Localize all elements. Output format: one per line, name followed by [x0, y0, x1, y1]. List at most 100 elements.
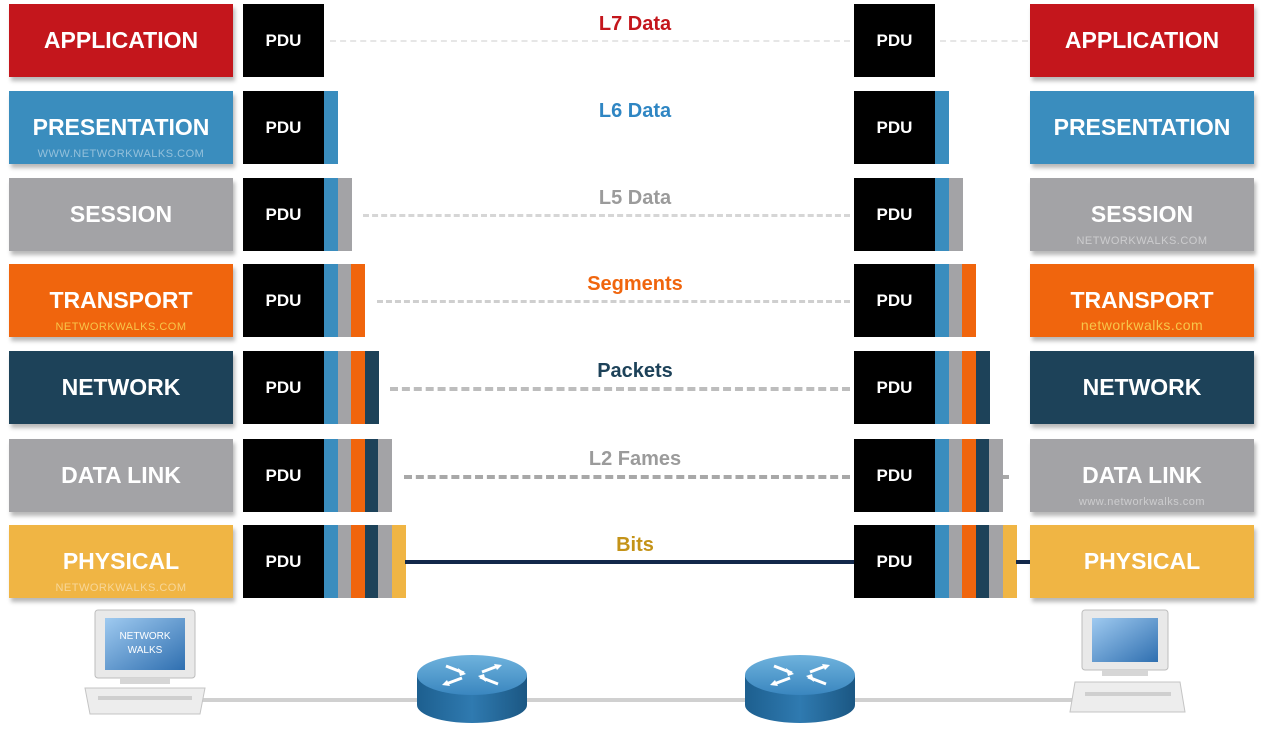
- header-strip-right: [935, 439, 949, 512]
- header-strip-left: [364, 525, 379, 598]
- layer-box-left: DATA LINK: [9, 439, 233, 512]
- layer-link-dashed: [390, 387, 850, 391]
- header-strip-left: [324, 351, 338, 424]
- pdu-block-left: PDU: [243, 264, 324, 337]
- layer-box-right: DATA LINK www.networkwalks.com: [1030, 439, 1254, 512]
- header-strip-right: [935, 525, 949, 598]
- header-strip-left: [351, 351, 365, 424]
- layer-box-right: NETWORK: [1030, 351, 1254, 424]
- layer-name: PRESENTATION: [1053, 114, 1231, 140]
- layer-box-left: APPLICATION: [9, 4, 233, 77]
- header-strip-right: [962, 264, 976, 337]
- layer-box-right: SESSION NETWORKWALKS.COM: [1030, 178, 1254, 251]
- physical-link-line: [405, 560, 854, 564]
- layer-name: SESSION: [69, 201, 173, 227]
- header-strip-right: [935, 351, 949, 424]
- pdu-label: PDU: [876, 465, 913, 485]
- header-strip-right: [935, 264, 949, 337]
- header-strip-right: [948, 439, 963, 512]
- layer-box-left: PHYSICAL NETWORKWALKS.COM: [9, 525, 233, 598]
- layer-data-label: L5 Data: [598, 187, 672, 209]
- layer-link-dashed: [403, 475, 850, 479]
- header-strip-right: [962, 439, 976, 512]
- pdu-block-left: PDU: [243, 439, 324, 512]
- header-strip-right: [989, 525, 1003, 598]
- pdu-block-right: PDU: [854, 264, 935, 337]
- computer-icon: NETWORK WALKS: [84, 609, 206, 715]
- header-strip-left: [351, 439, 365, 512]
- pdu-block-right: PDU: [854, 178, 935, 251]
- header-strip-right: [1002, 525, 1017, 598]
- watermark-text: NETWORKWALKS.COM: [55, 582, 187, 594]
- layer-name: DATA LINK: [61, 462, 181, 488]
- pdu-label: PDU: [876, 117, 913, 137]
- computer-icon: [1069, 609, 1186, 713]
- layer-name: DATA LINK: [1082, 462, 1202, 488]
- layer-box-right: PRESENTATION: [1030, 91, 1254, 164]
- pdu-block-left: PDU: [243, 178, 324, 251]
- pdu-label: PDU: [876, 290, 913, 310]
- pdu-block-right: PDU: [854, 4, 935, 77]
- header-strip-left: [324, 439, 338, 512]
- layer-box-left: SESSION: [9, 178, 233, 251]
- header-strip-right: [975, 351, 990, 424]
- pdu-label: PDU: [265, 30, 302, 50]
- physical-link-line: [1016, 560, 1030, 564]
- layer-data-label: Bits: [616, 534, 654, 556]
- pdu-label: PDU: [876, 204, 913, 224]
- header-strip-left: [337, 439, 352, 512]
- pdu-block-left: PDU: [243, 4, 324, 77]
- screen-text-2: WALKS: [128, 645, 163, 656]
- pdu-block-right: PDU: [854, 351, 935, 424]
- header-strip-left: [324, 525, 338, 598]
- header-strip-left: [351, 525, 365, 598]
- header-strip-left: [337, 264, 352, 337]
- layer-name: TRANSPORT: [1070, 287, 1214, 313]
- header-strip-left: [378, 439, 392, 512]
- layer-data-label: L2 Fames: [588, 448, 682, 470]
- layer-name: PHYSICAL: [1083, 548, 1201, 574]
- header-strip-right: [948, 178, 963, 251]
- pdu-label: PDU: [265, 290, 302, 310]
- router-icon: [745, 655, 855, 723]
- layer-link-dashed: [376, 300, 850, 303]
- network-topology: NETWORK WALKS: [84, 609, 1186, 723]
- header-strip-left: [391, 525, 406, 598]
- pdu-block-right: PDU: [854, 439, 935, 512]
- pdu-label: PDU: [265, 377, 302, 397]
- header-strip-right: [975, 439, 990, 512]
- layer-name: APPLICATION: [1064, 27, 1220, 53]
- header-strip-right: [948, 525, 963, 598]
- header-strip-left: [351, 264, 365, 337]
- header-strip-right: [948, 264, 963, 337]
- watermark-text: www.networkwalks.com: [1078, 496, 1206, 508]
- header-strip-left: [324, 264, 338, 337]
- header-strip-left: [337, 525, 352, 598]
- layer-name: PHYSICAL: [62, 548, 180, 574]
- layer-link-dashed: [363, 214, 850, 217]
- pdu-label: PDU: [876, 30, 913, 50]
- header-strip-left: [364, 439, 379, 512]
- header-strip-right: [975, 525, 990, 598]
- layer-data-label: L7 Data: [598, 13, 672, 35]
- pdu-block-left: PDU: [243, 91, 324, 164]
- layer-name: TRANSPORT: [49, 287, 193, 313]
- pdu-block-left: PDU: [243, 351, 324, 424]
- header-strip-left: [337, 178, 352, 251]
- layer-data-label: Segments: [587, 273, 683, 295]
- layer-link-dashed: [330, 40, 850, 42]
- layer-link-dashed: [940, 40, 1028, 42]
- layer-link-dashed: [1003, 475, 1009, 479]
- watermark-text: NETWORKWALKS.COM: [1076, 235, 1208, 247]
- watermark-text: WWW.NETWORKWALKS.COM: [37, 148, 205, 160]
- watermark-text: NETWORKWALKS.COM: [55, 321, 187, 333]
- layer-name: SESSION: [1090, 201, 1194, 227]
- header-strip-right: [962, 525, 976, 598]
- header-strip-left: [324, 91, 338, 164]
- header-strip-right: [962, 351, 976, 424]
- pdu-label: PDU: [876, 551, 913, 571]
- layer-name: APPLICATION: [43, 27, 199, 53]
- layer-data-label: Packets: [597, 360, 673, 382]
- header-strip-right: [948, 351, 963, 424]
